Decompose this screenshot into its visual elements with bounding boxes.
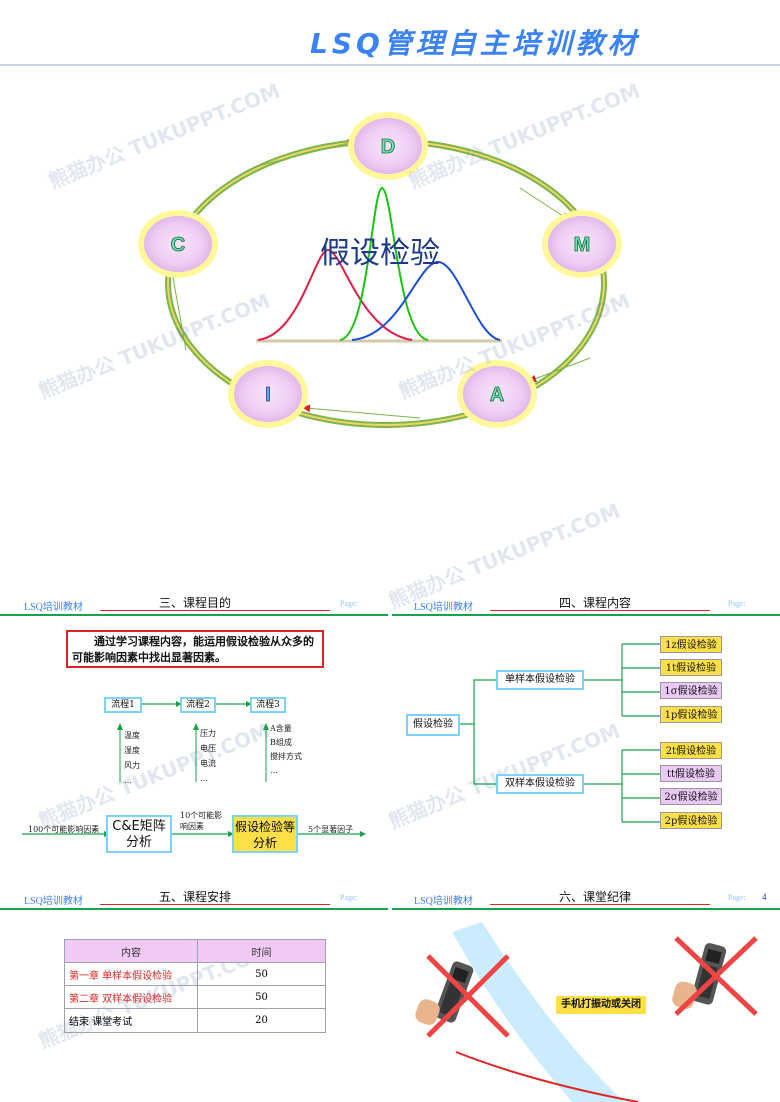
process-box-2: 流程2 <box>180 697 216 713</box>
test-2t: 2t假设检验 <box>660 742 722 759</box>
slide3-flow-lines <box>22 701 366 837</box>
flow-mid-label: 10个可能影响因素 <box>180 811 223 831</box>
tree-double-sample: 双样本假设检验 <box>496 774 584 794</box>
factors-2: 压力电压电流… <box>200 729 216 783</box>
slide6-title: 六、课堂纪律 <box>558 890 631 904</box>
test-1z: 1z假设检验 <box>660 636 722 653</box>
node-label-d: D <box>381 136 395 158</box>
slide4-tree-lines <box>460 643 660 823</box>
node-label-m: M <box>574 234 591 256</box>
slide4-left-label: LSQ培训教材 <box>414 602 473 613</box>
cycle-center-title: 假设检验 <box>320 236 440 271</box>
slide6-title-underline <box>490 904 710 905</box>
node-m: M <box>542 210 622 278</box>
red-curve <box>257 248 413 341</box>
node-label-a: A <box>490 384 504 406</box>
test-2sigma: 2σ假设检验 <box>660 788 722 805</box>
slide5-page-label: Page: <box>340 893 358 902</box>
flow-output-label: 5个显著因子 <box>308 825 354 834</box>
test-2p: 2p假设检验 <box>660 812 722 829</box>
node-d: D <box>348 112 428 180</box>
slide5-header-line <box>0 908 388 910</box>
header-time: 时间 <box>197 939 326 963</box>
arrow-m-to-a <box>528 357 591 383</box>
slide4-title: 四、课程内容 <box>558 596 631 610</box>
slide3-left-label: LSQ培训教材 <box>24 602 83 613</box>
test-1p: 1p假设检验 <box>660 706 722 723</box>
arrow-i-to-c <box>168 268 187 351</box>
green-curve <box>339 186 429 341</box>
dmaic-cycle-diagram: D M A I C <box>138 112 622 428</box>
process-box-1: 流程1 <box>104 697 142 713</box>
slide3-title-underline <box>100 610 330 611</box>
slide4-title-underline <box>490 610 710 611</box>
slide5-title: 五、课程安排 <box>158 890 231 904</box>
node-label-i: I <box>265 384 271 406</box>
purpose-box: 通过学习课程内容，能运用假设检验从众多的可能影响因素中找出显著因素。 <box>66 630 324 668</box>
factors-1: 温度湿度风力… <box>124 731 140 785</box>
arrow-c-to-d <box>257 139 356 167</box>
phone-icon-left <box>415 961 474 1025</box>
table-row: 结束 课堂考试 20 <box>64 1008 326 1033</box>
row-content: 第一章 单样本假设检验 <box>64 962 198 986</box>
slide6-page-number: 4 <box>762 892 767 902</box>
row-time: 50 <box>197 962 326 986</box>
table-row: 第二章 双样本假设检验 50 <box>64 985 326 1009</box>
node-i: I <box>228 360 308 428</box>
slide4-page-label: Page: <box>728 599 746 608</box>
document-title: LSQ管理自主培训教材 <box>310 27 640 60</box>
phone-rules-illustration <box>415 922 758 1102</box>
arrow-d-to-m <box>519 187 570 221</box>
slide3-title: 三、课程目的 <box>158 596 231 610</box>
row-content: 第二章 双样本假设检验 <box>64 985 198 1009</box>
process-box-3: 流程3 <box>250 697 286 713</box>
tree-root: 假设检验 <box>406 714 460 736</box>
row-time: 50 <box>197 985 326 1009</box>
arrow-a-to-i <box>302 404 421 419</box>
node-a: A <box>457 360 537 428</box>
test-tt: tt假设检验 <box>660 765 722 782</box>
node-c: C <box>138 210 218 278</box>
slide5-title-underline <box>100 904 330 905</box>
test-1sigma: 1σ假设检验 <box>660 682 722 699</box>
slide6-page-label: Page: <box>728 893 746 902</box>
blue-curve <box>351 260 501 341</box>
header-divider <box>0 64 780 66</box>
slide6-left-label: LSQ培训教材 <box>414 896 473 907</box>
tree-single-sample: 单样本假设检验 <box>496 670 584 690</box>
schedule-table: 内容 时间 第一章 单样本假设检验 50 第二章 双样本假设检验 50 结束 课… <box>64 939 326 1033</box>
slide3-header-line <box>0 614 388 616</box>
node-label-c: C <box>171 234 185 256</box>
flow-input-label: 100个可能影响因素 <box>28 825 100 834</box>
slide5-left-label: LSQ培训教材 <box>24 896 83 907</box>
header-content: 内容 <box>64 939 198 963</box>
hypothesis-box: 假设检验等分析 <box>232 815 298 853</box>
ce-matrix-box: C&E矩阵分析 <box>106 815 172 853</box>
row-time: 20 <box>197 1008 326 1033</box>
phone-note: 手机打振动或关闭 <box>556 996 646 1014</box>
row-content: 结束 课堂考试 <box>64 1008 198 1033</box>
test-1t: 1t假设检验 <box>660 659 722 676</box>
table-row: 第一章 单样本假设检验 50 <box>64 962 326 986</box>
slide6-header-line <box>392 908 780 910</box>
table-header-row: 内容 时间 <box>64 939 326 963</box>
slide4-header-line <box>392 614 780 616</box>
slide3-page-label: Page: <box>340 599 358 608</box>
